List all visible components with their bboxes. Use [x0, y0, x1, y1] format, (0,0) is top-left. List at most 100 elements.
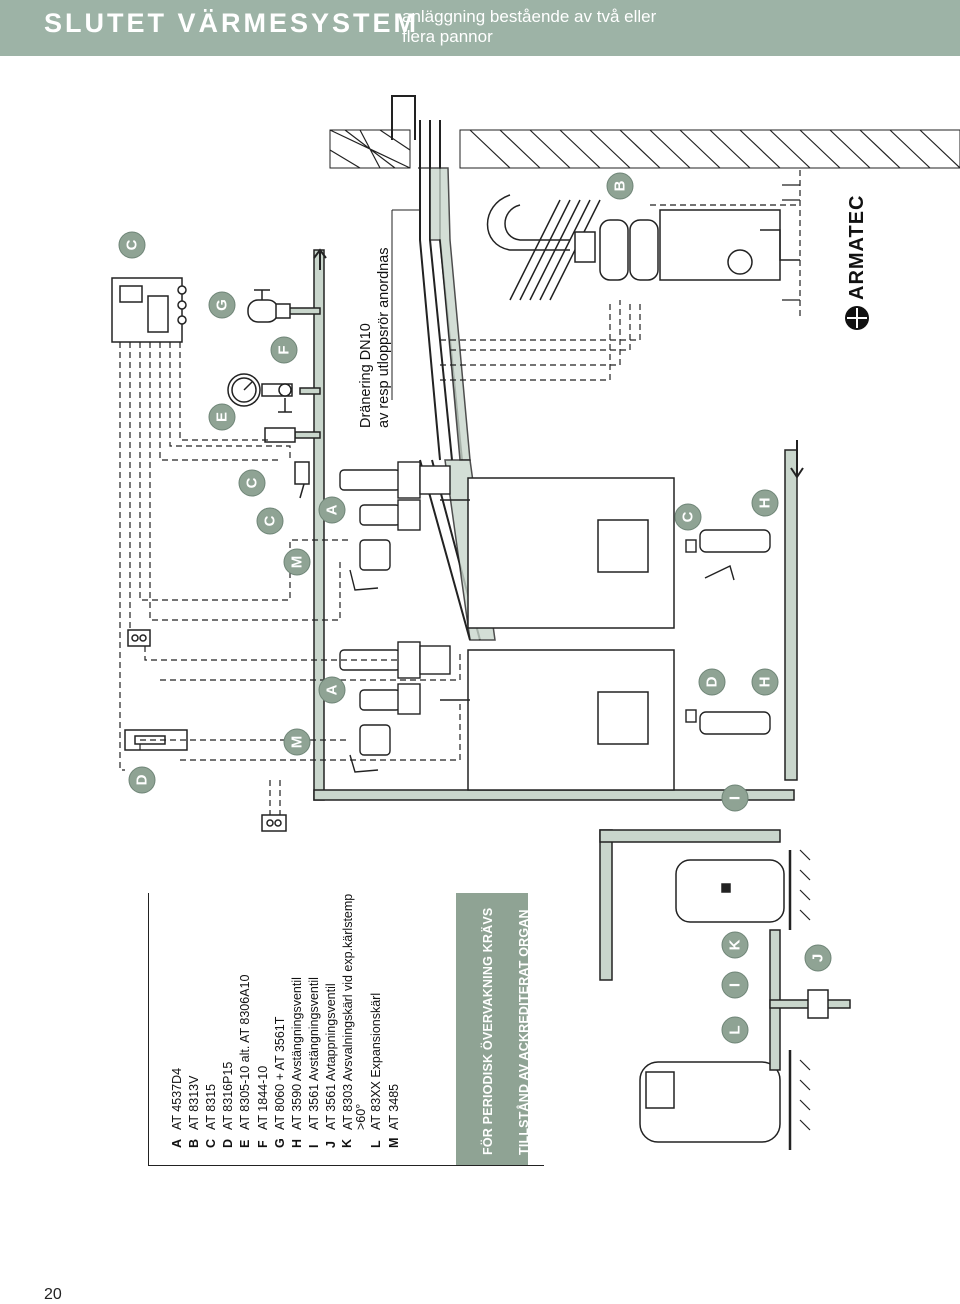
callout-letter: D [134, 774, 151, 785]
callout-letter: F [276, 345, 293, 354]
legend-desc: AT 8060 + AT 3561T [272, 1016, 287, 1130]
pressure-switch-g [247, 289, 291, 323]
callout-circle [721, 1016, 749, 1044]
callout-c: C [674, 503, 702, 531]
callout-b: B [606, 172, 634, 200]
legend-desc: AT 8303 Avsvalningskärl vid exp.kärlstem… [340, 893, 368, 1130]
callout-letter: M [289, 736, 306, 749]
callout-circle [674, 503, 702, 531]
callout-circle [256, 507, 284, 535]
callout-j: J [804, 944, 832, 972]
legend-desc: AT 3590 Avstängningsventil [289, 977, 304, 1130]
callout-d: D [128, 766, 156, 794]
legend-code: E [238, 1139, 253, 1148]
legend-row: H AT 3590 Avstängningsventil [288, 848, 305, 1148]
callout-m: M [283, 548, 311, 576]
callout-circle [751, 668, 779, 696]
notice-banner [456, 893, 528, 1165]
callout-letter: D [704, 676, 721, 687]
callout-letter: C [680, 511, 697, 522]
callout-circle [118, 231, 146, 259]
drain-note-line-1: Dränering DN10 [358, 323, 374, 428]
legend-row: M AT 3485 [385, 848, 402, 1148]
callout-circle [283, 548, 311, 576]
callout-circle [318, 496, 346, 524]
legend-row: F AT 1844-10 [254, 848, 271, 1148]
callout-circle [270, 336, 298, 364]
callout-letter: G [214, 299, 231, 311]
legend-code: A [169, 1138, 184, 1148]
legend-code: F [255, 1140, 270, 1148]
callout-layer: C G F E C C M A B C H D H A M D I K I L J [118, 172, 832, 1044]
callout-letter: A [324, 684, 341, 695]
callout-circle [606, 172, 634, 200]
pressure-gauge [227, 373, 293, 413]
page-header: SLUTET VÄRMESYSTEM anläggning bestående … [0, 0, 960, 56]
legend-desc: AT 8313V [186, 1075, 201, 1130]
legend-code: G [272, 1138, 287, 1148]
callout-letter: A [324, 504, 341, 515]
callout-letter: K [727, 939, 744, 950]
callout-circle [721, 784, 749, 812]
callout-circle [128, 766, 156, 794]
small-sensor-1 [127, 629, 151, 647]
callout-h: H [751, 668, 779, 696]
callout-circle [208, 291, 236, 319]
thermostat-c-top [264, 427, 310, 499]
flow-arrow-down [790, 440, 804, 479]
page-title: SLUTET VÄRMESYSTEM [44, 8, 420, 38]
callout-letter: C [262, 515, 279, 526]
flow-arrow-up [313, 248, 327, 270]
legend-frame [148, 893, 544, 1166]
legend-code: L [369, 1140, 384, 1148]
callout-k: K [721, 931, 749, 959]
callout-letter: B [612, 180, 629, 191]
callout-circle [804, 944, 832, 972]
return-valves [685, 529, 771, 735]
control-wiring [119, 170, 801, 815]
safety-valve-group-1 [339, 461, 470, 591]
callout-i: I [721, 784, 749, 812]
drain-note-line-2: av resp utloppsrör anordnas [376, 247, 392, 428]
callout-circle [238, 469, 266, 497]
drain-note: Dränering DN10 av resp utloppsrör anordn… [357, 228, 393, 428]
notice-text: FÖR PERIODISK ÖVERVAKNING KRÄVS TILLSTÅN… [470, 885, 542, 1155]
callout-e: E [208, 403, 236, 431]
legend-desc: AT 1844-10 [255, 1065, 270, 1130]
callout-letter: I [727, 983, 744, 987]
legend-row: B AT 8313V [185, 848, 202, 1148]
callout-letter: C [124, 239, 141, 250]
ceiling-structure [329, 95, 960, 169]
page-subtitle: anläggning bestående av två eller flera … [402, 7, 657, 46]
expansion-connection [769, 929, 851, 1071]
cooling-vessel-k [675, 850, 792, 930]
legend-desc: AT 3485 [386, 1083, 401, 1130]
boiler-1 [467, 477, 675, 629]
legend-code: M [386, 1137, 401, 1148]
callout-letter: L [727, 1025, 744, 1034]
safety-valve-group-2 [339, 641, 470, 773]
callout-circle [318, 676, 346, 704]
legend-desc: AT 3561 Avtappningsventil [324, 983, 339, 1130]
callout-letter: H [757, 498, 774, 509]
control-box [111, 277, 187, 343]
brand-name: ARMATEC [845, 194, 868, 300]
valves-b [574, 209, 800, 281]
legend-code: B [186, 1138, 201, 1148]
callout-l: L [721, 1016, 749, 1044]
legend-code: J [324, 1141, 339, 1148]
callout-circle [721, 931, 749, 959]
brand-logo: ARMATEC [845, 194, 869, 330]
callout-letter: C [244, 477, 261, 488]
callout-c: C [238, 469, 266, 497]
legend-code: H [289, 1138, 304, 1148]
callout-circle [751, 489, 779, 517]
legend-code: C [203, 1138, 218, 1148]
